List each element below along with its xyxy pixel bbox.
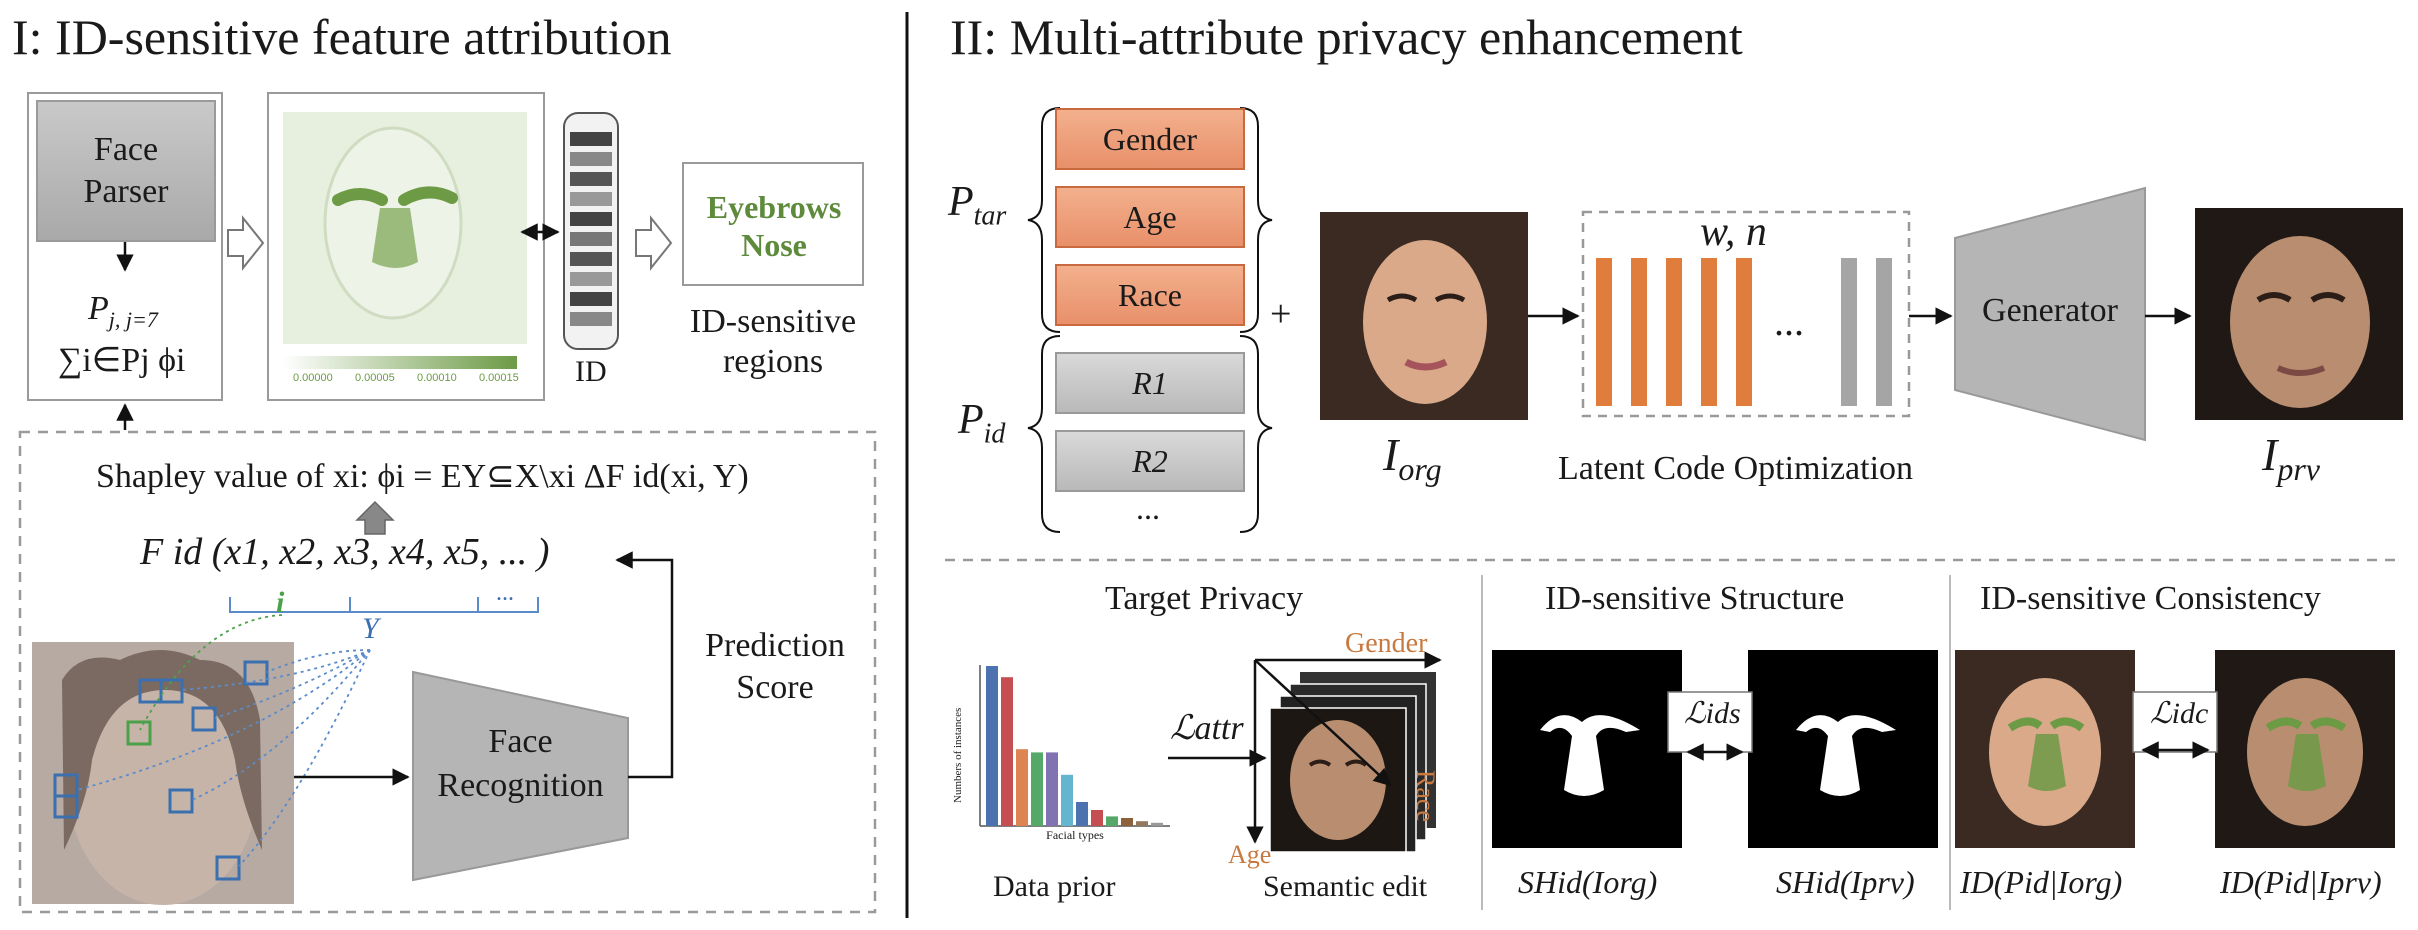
regions-box-text: Eyebrows Nose <box>706 189 842 263</box>
colorbar-tick: 0.00005 <box>355 372 395 384</box>
semantic-edit-label: Semantic edit <box>1263 870 1428 903</box>
mini-chart-bar <box>1136 821 1148 826</box>
regions-box <box>682 162 864 286</box>
heatmap-left-eyebrow <box>332 188 388 206</box>
l-attr-label: ℒattr <box>1170 710 1244 747</box>
i-org-label: Iorg <box>1383 429 1442 488</box>
colorbar-tick: 0.00000 <box>293 372 333 384</box>
private-face <box>2230 236 2370 408</box>
latent-code-box <box>1581 210 1911 418</box>
hollow-arrow-2 <box>635 215 673 271</box>
colorbar-tick: 0.00015 <box>479 372 519 384</box>
patch-boxes <box>53 660 269 881</box>
mini-chart-bar <box>1016 749 1028 826</box>
colorbar-tick: 0.00010 <box>417 372 457 384</box>
original-face <box>1363 240 1487 404</box>
mini-chart-bar <box>1076 802 1088 826</box>
mini-chart-bar <box>1121 818 1133 826</box>
p-id-brace-left <box>1027 335 1061 533</box>
shapley-formula: Shapley value of xi: ϕi = EY⊆X\xi ΔF id(… <box>96 458 749 495</box>
generator-text: Generator <box>1982 292 2118 329</box>
face-recognition-block <box>412 670 629 882</box>
consistency-title: ID-sensitive Consistency <box>1980 580 2321 617</box>
region-r2: R2 <box>1055 430 1245 492</box>
mini-chart-bar <box>1106 816 1118 826</box>
function-expression: F id (x1, x2, x3, x4, x5, ... ) <box>140 531 550 573</box>
sh-prv-label: SHid(Iprv) <box>1776 864 1915 900</box>
mini-chart-bar <box>1001 677 1013 826</box>
structure-shape-org <box>1540 715 1640 796</box>
heatmap-nose <box>372 208 418 268</box>
generator-block <box>1954 186 2146 442</box>
mini-chart-bar <box>1061 774 1073 826</box>
mini-chart-bar <box>1151 822 1163 826</box>
face-parser-box: Face Parser <box>36 100 216 242</box>
i-label: i <box>276 586 285 619</box>
p-tar-label: Ptar <box>948 179 1007 232</box>
prediction-loop-arrow <box>615 551 674 779</box>
i-prv-label: Iprv <box>2262 429 2320 488</box>
structure-title: ID-sensitive Structure <box>1545 580 1845 617</box>
gender-axis-label: Gender <box>1345 628 1428 659</box>
shapley-up-arrow <box>355 500 395 535</box>
section1-title: I: ID-sensitive feature attribution <box>12 9 672 65</box>
l-ids-label: ℒids <box>1684 697 1741 730</box>
regions-caption: ID-sensitive regions <box>689 303 857 380</box>
sh-org-label: SHid(Iorg) <box>1518 864 1658 900</box>
id-prv-label: ID(Pid|Iprv) <box>2220 864 2382 900</box>
age-axis-label: Age <box>1228 840 1272 869</box>
structure-shape-prv <box>1796 715 1896 796</box>
p-tar-brace-right <box>1239 107 1273 333</box>
region-more: ... <box>1136 490 1160 526</box>
heatmap-right-eyebrow <box>398 186 458 206</box>
latent-bars <box>1596 258 1892 406</box>
wn-label: w, n <box>1700 209 1767 255</box>
id-org-label: ID(Pid|Iorg) <box>1960 864 2123 900</box>
y-dotted-lines <box>76 649 371 867</box>
id-label: ID <box>575 355 607 388</box>
mini-chart-bar <box>1091 810 1103 826</box>
l-idc-label: ℒidc <box>2150 697 2209 730</box>
y-label: Y <box>362 612 379 645</box>
latent-ellipsis: ... <box>1774 299 1804 344</box>
mini-chart-ylabel: Numbers of instances <box>952 707 964 803</box>
target-privacy-title: Target Privacy <box>1105 580 1304 617</box>
sum-phi-label: ∑i∈Pj ϕi <box>58 342 186 379</box>
region-r1: R1 <box>1055 352 1245 414</box>
attribute-gender: Gender <box>1055 108 1245 170</box>
mini-chart-bar <box>1031 752 1043 826</box>
p-id-label: Pid <box>958 397 1006 450</box>
data-prior-label: Data prior <box>993 870 1116 903</box>
latent-caption: Latent Code Optimization <box>1558 450 1914 487</box>
heatmap-colorbar-ticks: 0.00000 0.00005 0.00010 0.00015 <box>283 372 523 386</box>
l-ids-box <box>1667 691 1753 753</box>
input-face <box>68 665 258 905</box>
hollow-arrow-1 <box>227 215 265 271</box>
p-jj7-label: Pj, j=7 <box>88 290 158 332</box>
attribute-race: Race <box>1055 264 1245 326</box>
shapley-panel <box>18 430 877 914</box>
attribute-age: Age <box>1055 186 1245 248</box>
mini-chart-bar <box>986 666 998 826</box>
y-bracket <box>229 597 539 613</box>
face-recognition-text: Face Recognition <box>437 723 604 804</box>
race-axis <box>1254 659 1392 787</box>
section2-title: II: Multi-attribute privacy enhancement <box>950 9 1743 65</box>
id-vector-cells <box>570 132 612 326</box>
input-face-hair <box>62 650 262 850</box>
race-axis-label: Race <box>1411 770 1440 822</box>
heatmap-colorbar <box>283 356 517 369</box>
p-id-brace-right <box>1239 335 1273 533</box>
semantic-edit-stack <box>1269 672 1436 853</box>
i-dotted-line <box>139 614 283 731</box>
plus-sign: + <box>1270 293 1292 335</box>
prediction-score-label: Prediction Score <box>705 627 845 706</box>
mini-chart-bar <box>1046 752 1058 826</box>
mini-chart-xlabel: Facial types <box>1046 828 1104 842</box>
dots-label: ... <box>496 580 514 606</box>
mini-chart-bars <box>986 666 1163 826</box>
p-tar-brace-left <box>1027 107 1061 333</box>
